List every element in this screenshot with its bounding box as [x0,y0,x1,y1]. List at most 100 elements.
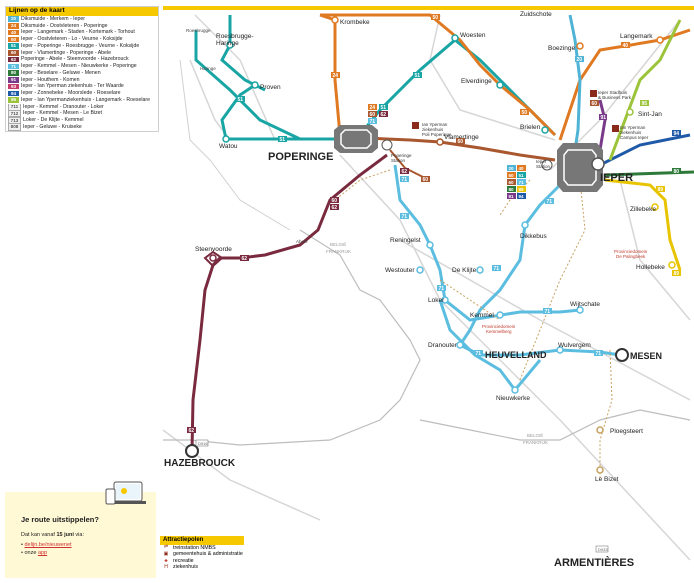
badge-71f [437,285,446,291]
badge-51a [236,96,245,102]
badge-60d [421,176,430,182]
stop-sintjan [626,108,634,116]
badge-89a [656,186,665,192]
stop-zillebeke [651,203,659,211]
badge-71d [545,198,554,204]
route-line-40 [558,28,691,141]
badge-62a [379,111,388,117]
route-line-91 [598,99,607,151]
badge-60d-text: 60 [423,177,429,183]
badge-71d-text: 71 [547,199,553,205]
legend-line-description: Ieper - Vlamertinge - Poperinge - Abele [21,49,111,56]
road [429,14,556,141]
label-hollebeke: Hollebeke [636,264,665,271]
label-proven: Proven [260,84,281,91]
badge-40-text: 40 [623,43,629,49]
route-link-website[interactable]: • delijn.be/nieuwenet [21,542,72,548]
legend-line-code: 20 [8,16,19,22]
hospital-icon-ieper [612,125,619,132]
attraction-label: ziekenhuis [173,564,199,571]
label-roesbrugge-small: Roesbrugge [186,28,211,33]
badge-71e-text: 71 [494,266,500,272]
poi-ieper-station-l2: Station [536,164,551,169]
badge-89b-text: 89 [674,271,680,277]
badge-24b [368,104,377,110]
label-boezinge: Boezinge [548,45,575,52]
stop-krombeke [331,16,339,24]
badge-62e [187,427,196,433]
badge-62b [400,168,409,174]
attractions-title: Attractiepolen [160,536,244,545]
label-roesbrugge: Roesbrugge- [216,33,254,40]
ieper-hub [557,143,603,192]
route-line-51-proven [220,83,256,140]
badge-95 [640,100,649,106]
badge-71h [474,350,483,356]
badge-50-text: 50 [433,15,439,21]
badge-60e-text: 60 [332,198,338,204]
stop-woesten [451,34,459,42]
legend-line-description: Poperinge - Abele - Steenvoorde - Hazebr… [21,56,129,63]
stop-langemark [656,36,664,44]
legend-line-code: 24 [8,23,19,29]
legend-line-description: Ieper - Ian Yperman ziekenhuis - Ter Waa… [21,83,124,90]
stop-wijtschate [576,306,584,314]
legend-line-description: Ieper - Geluwe - Kruiseke [23,123,82,130]
attraction-label: gemeentehuis & administratie [173,551,243,558]
hospital-icon-poperinge [412,122,419,129]
route-link-app[interactable]: • onze app [21,550,48,556]
poi-poperinge-station-l2: Station [391,158,406,163]
route-line-71 [393,164,581,322]
badge-60b [590,100,599,106]
ieper-hub-shape [557,143,603,192]
poi-kemmelberg-l2: Kemmelberg [486,329,512,334]
stop-hazebrouck [185,444,199,458]
label-langemark: Langemark [620,33,653,40]
small-labels: Abele Haringe Roesbrugge [186,28,308,244]
attractions-legend: Attractiepolen ⇌treinstation NMBS▣gemeen… [160,536,244,571]
svg-text:51: 51 [519,173,525,178]
ieper-city-node [591,157,605,171]
label-nieuwkerke: Nieuwkerke [496,395,530,402]
stop-vlamertinge [436,138,444,146]
poi-stadhuis-l2: & Business Park [598,95,632,100]
legend-line-description: Ieper - Poperinge - Roesbrugge - Veurne … [21,42,140,49]
legend-line-code: 711 [8,103,21,111]
badge-62b-text: 62 [402,169,408,175]
road-shield-d933 [595,545,609,553]
legend-line-description: Loker - De Klijte - Kemmel [23,117,84,123]
legend-title: Lijnen op de kaart [6,7,158,16]
stop-kemmel [496,311,504,319]
badge-24-text: 24 [333,73,339,79]
badge-62d [240,255,249,261]
badge-71c-text: 71 [402,214,408,220]
top-yellow-bar [163,6,694,10]
dashed-route [519,179,586,381]
label-ploegsteert: Ploegsteert [610,428,643,435]
ieper-station-node [541,159,553,171]
badge-20-text: 20 [577,57,583,63]
poi-yperman-campus-l2: ziekenhuis [620,130,642,135]
badge-51a-text: 51 [238,97,244,103]
border-line-west [163,229,421,446]
badge-62a-text: 62 [381,112,387,118]
poi-yperman-poperinge-l1: Ian Yperman [422,122,448,127]
badge-62e-text: 62 [189,428,195,434]
poi-poperinge-station-l1: Poperinge [391,153,412,158]
attraction-label: treinstation NMBS [173,544,216,551]
road-shield-d916 [195,439,209,447]
stop-westouter [416,266,424,274]
stop-elverdinge [496,81,504,89]
badge-62d-text: 62 [242,256,248,262]
badge-89a-text: 89 [658,187,664,193]
route-line-62 [190,153,388,452]
route-line-20 [568,14,582,151]
hospital-icon: H [164,564,168,571]
tree-icon: ♣ [164,557,168,564]
